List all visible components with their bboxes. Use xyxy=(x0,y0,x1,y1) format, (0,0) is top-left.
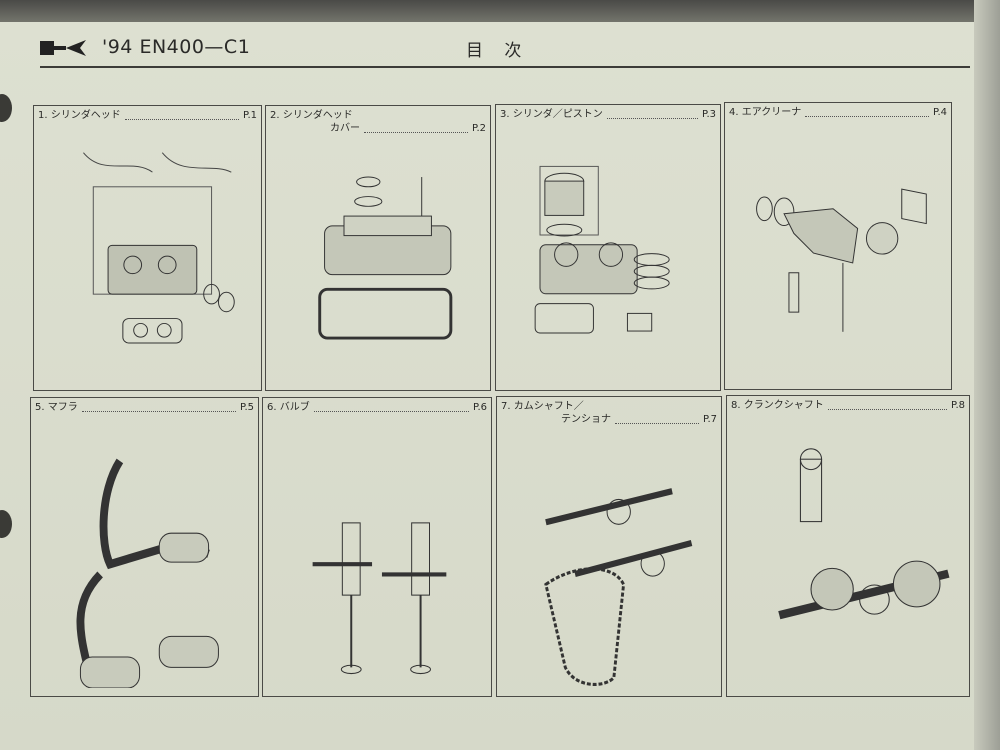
leader-dots xyxy=(81,404,236,412)
leader-dots xyxy=(805,109,929,117)
section-number: 2. xyxy=(270,110,280,121)
leader-dots xyxy=(313,404,469,412)
section-header: 1. シリンダヘッド P.1 xyxy=(38,109,257,122)
section-title-line2: テンショナ xyxy=(561,414,611,425)
cylinder-head-cover-diagram xyxy=(276,138,480,382)
page-ref: P.8 xyxy=(950,400,965,411)
section-header: 6. バルブ P.6 xyxy=(267,401,487,414)
leader-dots xyxy=(827,402,947,410)
section-title: シリンダヘッド xyxy=(282,110,353,121)
section-header: 2. シリンダヘッド カバー P.2 xyxy=(270,109,486,135)
camshaft-tensioner-diagram xyxy=(507,429,711,688)
valve-diagram xyxy=(273,430,481,688)
page-title: 目 次 xyxy=(466,41,530,61)
section-title: カムシャフト／ xyxy=(513,401,584,412)
page-edge xyxy=(974,0,1000,750)
section-header: 4. エアクリーナ P.4 xyxy=(729,106,947,119)
section-number: 4. xyxy=(729,107,739,118)
binder-hole xyxy=(0,510,12,538)
cylinder-piston-diagram xyxy=(506,137,710,382)
page-ref: P.5 xyxy=(239,402,254,413)
section-muffler: 5. マフラ P.5 xyxy=(30,397,259,697)
section-header: 7. カムシャフト／ テンショナ P.7 xyxy=(501,400,717,426)
section-number: 3. xyxy=(500,109,510,120)
background-top xyxy=(0,0,1000,24)
section-number: 1. xyxy=(38,110,48,121)
section-number: 7. xyxy=(501,401,511,412)
section-title: バルブ xyxy=(279,402,310,413)
air-cleaner-diagram xyxy=(735,135,941,381)
section-cylinder-head: 1. シリンダヘッド P.1 xyxy=(33,105,262,391)
page-ref: P.3 xyxy=(701,109,716,120)
section-title: シリンダ／ピストン xyxy=(512,109,603,120)
section-title: クランクシャフト xyxy=(743,400,824,411)
section-cylinder-head-cover: 2. シリンダヘッド カバー P.2 xyxy=(265,105,491,391)
section-number: 8. xyxy=(731,400,741,411)
crankshaft-diagram xyxy=(737,428,959,688)
page-ref: P.4 xyxy=(932,107,947,118)
leader-dots xyxy=(364,125,468,133)
section-number: 6. xyxy=(267,402,277,413)
section-title: エアクリーナ xyxy=(741,107,802,118)
leader-dots xyxy=(606,111,698,119)
section-header: 3. シリンダ／ピストン P.3 xyxy=(500,108,716,121)
leader-dots xyxy=(124,112,239,120)
leader-dots xyxy=(615,416,699,424)
section-crankshaft: 8. クランクシャフト P.8 xyxy=(726,395,970,697)
cylinder-head-diagram xyxy=(44,138,251,382)
section-valve: 6. バルブ P.6 xyxy=(262,397,492,697)
catalog-page xyxy=(0,22,975,750)
section-camshaft-tensioner: 7. カムシャフト／ テンショナ P.7 xyxy=(496,396,722,697)
page-ref: P.7 xyxy=(702,414,717,425)
page-ref: P.2 xyxy=(471,123,486,134)
header-rule xyxy=(40,66,970,68)
model-title: '94 EN400—C1 xyxy=(102,36,251,58)
section-title-line2: カバー xyxy=(330,123,360,134)
section-title: マフラ xyxy=(47,402,78,413)
binder-hole xyxy=(0,94,12,122)
section-number: 5. xyxy=(35,402,45,413)
section-header: 5. マフラ P.5 xyxy=(35,401,254,414)
section-title: シリンダヘッド xyxy=(50,110,121,121)
kawasaki-logo-icon xyxy=(40,40,86,56)
section-header: 8. クランクシャフト P.8 xyxy=(731,399,965,412)
section-air-cleaner: 4. エアクリーナ P.4 xyxy=(724,102,952,390)
muffler-diagram xyxy=(41,430,248,689)
page-ref: P.1 xyxy=(242,110,257,121)
section-cylinder-piston: 3. シリンダ／ピストン P.3 xyxy=(495,104,721,391)
page-ref: P.6 xyxy=(472,402,487,413)
